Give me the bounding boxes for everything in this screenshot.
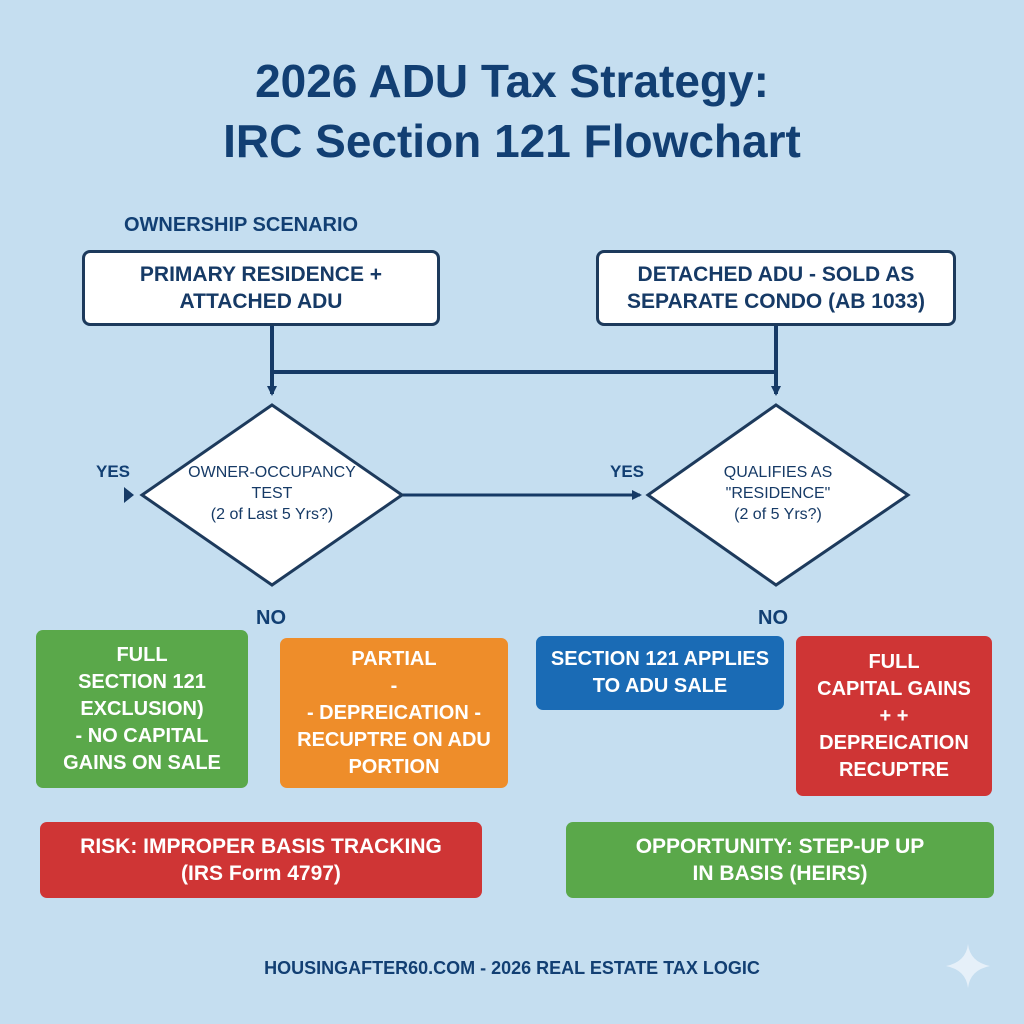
scenario-box-left: PRIMARY RESIDENCE + ATTACHED ADU xyxy=(82,250,440,326)
outcome-full-capital-gains: FULL CAPITAL GAINS + + DEPREICATION RECU… xyxy=(796,636,992,796)
page-title: 2026 ADU Tax Strategy: IRC Section 121 F… xyxy=(0,52,1024,170)
scenario-left-line-2: ATTACHED ADU xyxy=(179,290,343,313)
outcome-partial-line: - DEPREICATION - xyxy=(306,701,482,724)
outcome-partial-line: PORTION xyxy=(348,755,440,778)
title-line-2: IRC Section 121 Flowchart xyxy=(223,115,801,167)
outcome-partial-line: - xyxy=(390,674,398,697)
scenario-right-line-1: DETACHED ADU - SOLD AS xyxy=(637,263,915,286)
sparkle-icon xyxy=(946,944,990,988)
outcome-full-exclusion-line: EXCLUSION) xyxy=(80,697,204,720)
outcome-partial-line: RECUPTRE ON ADU xyxy=(297,728,491,751)
risk-line-1: RISK: IMPROPER BASIS TRACKING xyxy=(80,835,442,858)
outcome-capital-gains-line: + + xyxy=(879,704,909,727)
decision-diamond-right xyxy=(645,403,911,587)
outcome-partial-line: PARTIAL xyxy=(351,647,437,670)
outcome-full-exclusion-line: - NO CAPITAL xyxy=(75,724,209,747)
decision-right-line-3: (2 of 5 Yrs?) xyxy=(734,506,822,523)
no-label-right: NO xyxy=(758,607,788,629)
outcome-full-exclusion: FULL SECTION 121 EXCLUSION) - NO CAPITAL… xyxy=(36,630,248,788)
outcome-section121-line: TO ADU SALE xyxy=(592,675,728,697)
ownership-scenario-label: OWNERSHIP SCENARIO xyxy=(124,214,359,236)
yes-left-arrow xyxy=(124,487,134,503)
outcome-capital-gains-line: CAPITAL GAINS xyxy=(817,677,971,700)
decision-left-text: OWNER-OCCUPANCY TEST (2 of Last 5 Yrs?) xyxy=(172,462,372,525)
outcome-capital-gains-line: DEPREICATION xyxy=(819,731,969,754)
outcome-partial: PARTIAL - - DEPREICATION - RECUPTRE ON A… xyxy=(280,638,508,788)
yes-label-right: YES xyxy=(610,462,645,481)
outcome-full-exclusion-line: GAINS ON SALE xyxy=(63,751,221,774)
opportunity-line-1: OPPORTUNITY: STEP-UP UP xyxy=(635,835,925,858)
no-label-left: NO xyxy=(256,607,286,629)
risk-line-2: (IRS Form 4797) xyxy=(181,862,341,885)
outcome-section121-line: SECTION 121 APPLIES xyxy=(550,648,770,670)
footer-text: HOUSINGAFTER60.COM - 2026 REAL ESTATE TA… xyxy=(264,958,760,978)
yes-label-left: YES xyxy=(96,462,131,481)
decision-left-line-2: TEST xyxy=(251,485,293,502)
scenario-right-line-2: SEPARATE CONDO (AB 1033) xyxy=(627,290,925,313)
decision-right-line-1: QUALIFIES AS xyxy=(723,464,833,481)
decision-left-line-3: (2 of Last 5 Yrs?) xyxy=(210,506,334,523)
scenario-left-line-1: PRIMARY RESIDENCE + xyxy=(139,263,383,286)
risk-callout: RISK: IMPROPER BASIS TRACKING (IRS Form … xyxy=(40,822,482,898)
opportunity-callout: OPPORTUNITY: STEP-UP UP IN BASIS (HEIRS) xyxy=(566,822,994,898)
decision-right-text: QUALIFIES AS "RESIDENCE" (2 of 5 Yrs?) xyxy=(678,462,878,525)
outcome-section121-applies: SECTION 121 APPLIES TO ADU SALE xyxy=(536,636,784,710)
outcome-capital-gains-line: RECUPTRE xyxy=(838,758,949,781)
decision-diamond-left xyxy=(139,403,405,587)
outcome-full-exclusion-line: SECTION 121 xyxy=(78,670,206,693)
decision-right-line-2: "RESIDENCE" xyxy=(725,485,831,502)
outcome-full-exclusion-line: FULL xyxy=(116,643,168,666)
decision-left-line-1: OWNER-OCCUPANCY xyxy=(188,464,356,481)
outcome-capital-gains-line: FULL xyxy=(868,650,920,673)
scenario-box-right: DETACHED ADU - SOLD AS SEPARATE CONDO (A… xyxy=(596,250,956,326)
opportunity-line-2: IN BASIS (HEIRS) xyxy=(692,862,868,885)
title-line-1: 2026 ADU Tax Strategy: xyxy=(255,55,769,107)
